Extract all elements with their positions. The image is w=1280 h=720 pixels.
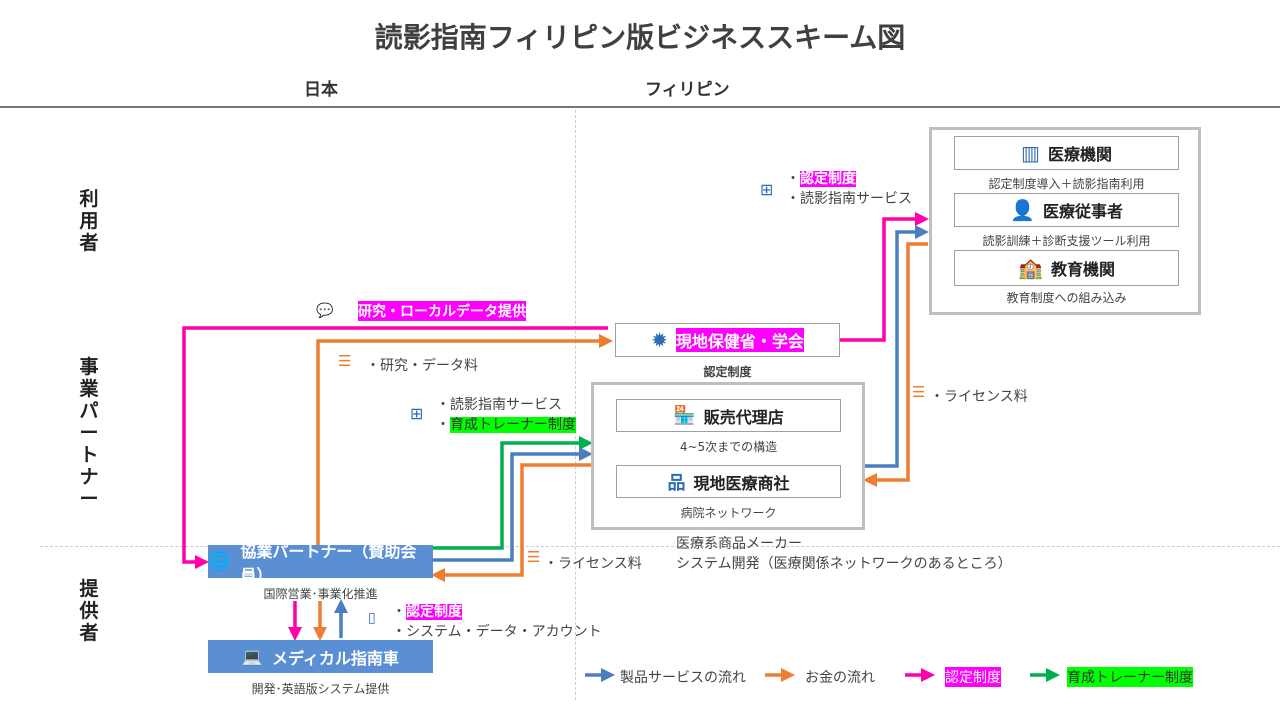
partner-note-1: 医療系商品メーカー bbox=[676, 536, 802, 552]
medical-institution-label: 医療機関 bbox=[1047, 145, 1112, 164]
laptop-code-icon: 💻 bbox=[242, 647, 263, 666]
row-label-users: 利用者 bbox=[79, 188, 99, 254]
partner-flow-trainer: 育成トレーナー制度 bbox=[450, 417, 576, 433]
globe-icon: 🌐 bbox=[208, 551, 231, 572]
box-trading: 品 現地医療商社 bbox=[616, 465, 841, 498]
arrow-service-users bbox=[864, 225, 929, 468]
research-fee-label: ・研究・データ料 bbox=[366, 358, 478, 374]
doctor-icon: 👤 bbox=[1010, 198, 1035, 222]
box-medical-staff: 👤 医療従事者 bbox=[954, 193, 1179, 227]
network-icon: 品 bbox=[667, 472, 686, 494]
row-label-partners: 事業パートナー bbox=[79, 356, 99, 510]
bullet: ・ bbox=[392, 604, 406, 620]
arrow-service-partners bbox=[432, 447, 593, 562]
bullet: ・ bbox=[436, 397, 450, 413]
education-label: 教育機関 bbox=[1050, 260, 1115, 279]
bullet: ・ bbox=[436, 417, 450, 433]
country-divider bbox=[575, 110, 576, 700]
arrow-research-fee bbox=[316, 334, 613, 546]
bullet: ・ bbox=[786, 191, 800, 207]
legend-certification: 認定制度 bbox=[945, 667, 1001, 687]
chat-icon: 💬 bbox=[316, 303, 334, 319]
row-divider bbox=[40, 546, 1280, 547]
trading-label: 現地医療商社 bbox=[693, 473, 790, 493]
medical-staff-label: 医療従事者 bbox=[1042, 202, 1123, 221]
legend-product-flow: 製品サービスの流れ bbox=[620, 670, 746, 686]
provider-caption: 開発･英語版システム提供 bbox=[251, 682, 390, 696]
box-distributor: 🏪 販売代理店 bbox=[616, 399, 841, 432]
arrow-license-fee-left bbox=[431, 463, 592, 582]
tablet-icon: ▯ bbox=[368, 610, 376, 626]
badge-icon: ✹ bbox=[651, 328, 668, 352]
column-header-japan: 日本 bbox=[304, 80, 338, 100]
arrow-research-data bbox=[182, 326, 608, 569]
medical-institution-caption: 認定制度導入＋読影指南利用 bbox=[988, 177, 1145, 191]
store-icon: 🏪 bbox=[673, 405, 696, 426]
box-partner: 🌐 協業パートナー（賛助会員） bbox=[208, 542, 433, 585]
education-caption: 教育制度への組み込み bbox=[1006, 291, 1127, 305]
distributor-caption: 4~5次までの構造 bbox=[679, 440, 778, 454]
box-education: 🏫 教育機関 bbox=[954, 250, 1179, 286]
arrow-trainer bbox=[432, 436, 593, 550]
box-ministry: ✹ 現地保健省・学会 bbox=[615, 323, 840, 357]
bullet: ・ bbox=[392, 624, 406, 640]
distributor-label: 販売代理店 bbox=[703, 407, 784, 427]
partner-label: 協業パートナー（賛助会員） bbox=[240, 541, 417, 585]
legend-money-flow: お金の流れ bbox=[805, 670, 875, 686]
box-medical-institution: ▥ 医療機関 bbox=[954, 136, 1179, 170]
row-label-providers: 提供者 bbox=[79, 578, 99, 644]
provider-flow-certification: 認定制度 bbox=[406, 604, 462, 620]
legend-trainer: 育成トレーナー制度 bbox=[1067, 667, 1193, 687]
ministry-label: 現地保健省・学会 bbox=[675, 328, 804, 352]
medical-staff-caption: 読影訓練＋診断支援ツール利用 bbox=[982, 234, 1151, 248]
users-flow-certification: 認定制度 bbox=[800, 171, 856, 187]
hospital-icon: ▥ bbox=[1021, 141, 1040, 165]
users-flow-service: 読影指南サービス bbox=[800, 191, 912, 207]
provider-flow-system: システム・データ・アカウント bbox=[406, 624, 602, 640]
users-group bbox=[929, 127, 1201, 315]
partner-flow-service: 読影指南サービス bbox=[450, 397, 562, 413]
column-header-philippines: フィリピン bbox=[645, 80, 730, 100]
school-icon: 🏫 bbox=[1018, 256, 1043, 280]
arrow-license-fee-right bbox=[863, 242, 928, 487]
coins-icon: ☰ bbox=[527, 548, 541, 566]
box-provider: 💻 メディカル指南車 bbox=[208, 640, 433, 673]
header-divider bbox=[0, 106, 1280, 108]
provider-label: メディカル指南車 bbox=[272, 648, 399, 668]
trading-caption: 病院ネットワーク bbox=[680, 506, 777, 520]
arrow-certification-users bbox=[840, 212, 929, 342]
partner-caption: 国際営業･事業化推進 bbox=[263, 587, 378, 601]
partner-group bbox=[591, 382, 865, 530]
page-title: 読影指南フィリピン版ビジネススキーム図 bbox=[374, 21, 906, 54]
ministry-caption: 認定制度 bbox=[703, 365, 752, 379]
coins-icon: ☰ bbox=[338, 352, 352, 370]
bullet: ・ bbox=[786, 171, 800, 187]
laptop-medical-icon: ⊞ bbox=[760, 180, 774, 199]
license-fee-right-label: ・ライセンス料 bbox=[930, 389, 1028, 405]
license-fee-left-label: ・ライセンス料 bbox=[544, 556, 642, 572]
laptop-medical-icon: ⊞ bbox=[410, 404, 424, 423]
coins-icon: ☰ bbox=[912, 383, 926, 401]
research-data-label: 研究・ローカルデータ提供 bbox=[358, 301, 526, 321]
partner-note-2: システム開発（医療関係ネットワークのあるところ） bbox=[676, 556, 1012, 572]
